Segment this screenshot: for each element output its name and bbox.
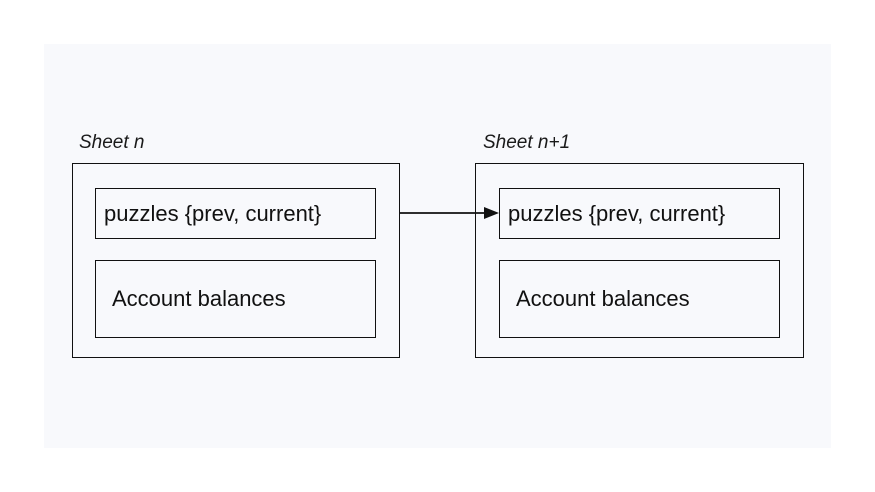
- sheet-n-plus-1-box: [475, 163, 804, 358]
- sheet-n-label: Sheet n: [79, 132, 145, 153]
- diagram-canvas: [44, 44, 831, 448]
- sheet-n-puzzles-box: puzzles {prev, current}: [95, 188, 376, 239]
- sheet-n-puzzles-text: puzzles {prev, current}: [104, 200, 322, 226]
- sheet-n-balances-text: Account balances: [112, 286, 286, 311]
- sheet-n-plus-1-puzzles-text: puzzles {prev, current}: [508, 200, 726, 226]
- sheet-n-plus-1-balances-box: Account balances: [499, 260, 780, 338]
- sheet-n-plus-1-label: Sheet n+1: [483, 132, 571, 153]
- sheet-n-balances-box: Account balances: [95, 260, 376, 338]
- sheet-n-box: [72, 163, 400, 358]
- sheet-n-plus-1-balances-text: Account balances: [516, 286, 690, 311]
- sheet-n-plus-1-puzzles-box: puzzles {prev, current}: [499, 188, 780, 239]
